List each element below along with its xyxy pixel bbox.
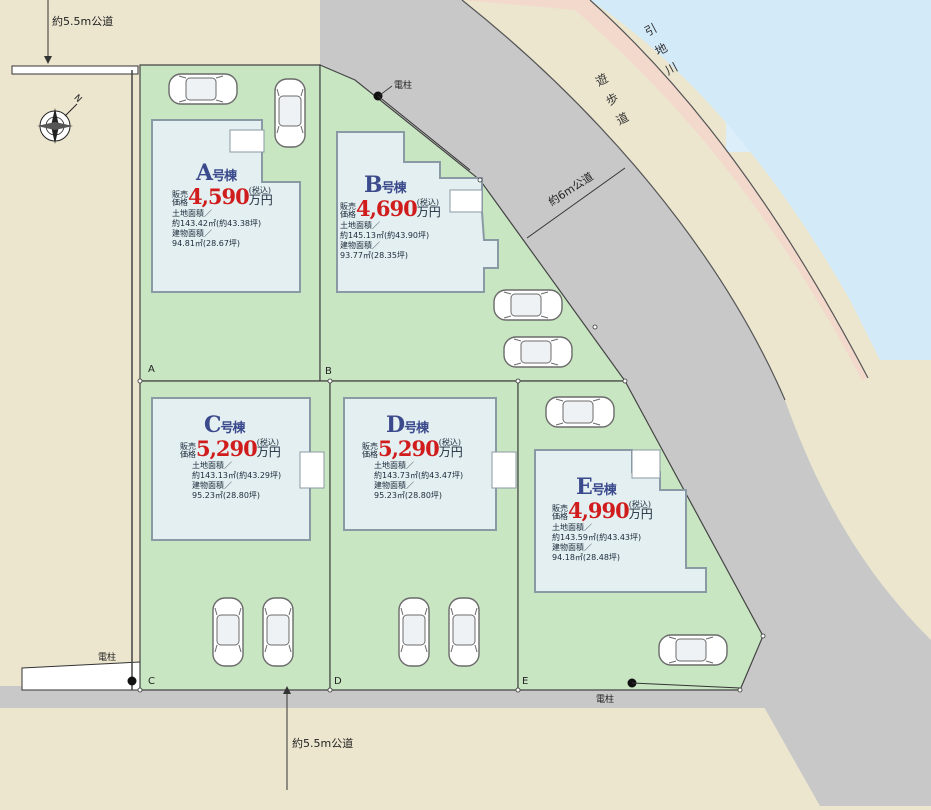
porch-c bbox=[299, 451, 325, 489]
utility-pole-label: 電柱 bbox=[98, 653, 117, 663]
utility-pole-label: 電柱 bbox=[394, 81, 413, 91]
parking-car bbox=[448, 597, 480, 667]
utility-pole-label: 電柱 bbox=[596, 695, 615, 705]
lot-letter-c: C bbox=[148, 676, 155, 687]
river bbox=[590, 0, 931, 360]
price-label: 販売価格 bbox=[552, 504, 568, 521]
area-info: 土地面積／ 約143.59㎡(約43.43坪) 建物面積／ 94.18㎡(28.… bbox=[552, 523, 642, 562]
porch-a bbox=[229, 129, 265, 153]
parking-car bbox=[398, 597, 430, 667]
price-value: 4,590 bbox=[188, 184, 250, 209]
price-unit: (税込)万円 bbox=[256, 438, 281, 459]
price-value: 4,690 bbox=[356, 196, 418, 221]
lot-letter-d: D bbox=[334, 676, 342, 687]
house-info-c: C号棟 販売価格 5,290 (税込)万円 土地面積／ 約143.13㎡(約43… bbox=[180, 412, 281, 501]
price-unit: (税込)万円 bbox=[248, 186, 273, 207]
building-c bbox=[151, 397, 311, 541]
lot-letter-a: A bbox=[148, 364, 155, 375]
building-a bbox=[151, 119, 301, 293]
area-info: 土地面積／ 約143.73㎡(約43.47坪) 建物面積／ 95.23㎡(28.… bbox=[374, 461, 464, 500]
parking-car bbox=[212, 597, 244, 667]
bottom-road bbox=[0, 686, 931, 708]
house-title: D号棟 bbox=[386, 412, 429, 438]
house-info-e: E号棟 販売価格 4,990 (税込)万円 土地面積／ 約143.59㎡(約43… bbox=[552, 474, 653, 563]
parking-car bbox=[658, 634, 728, 666]
price-row: 販売価格 4,690 (税込)万円 bbox=[340, 196, 441, 221]
price-unit: (税込)万円 bbox=[438, 438, 463, 459]
building-d bbox=[343, 397, 497, 531]
road-label-bottom: 約5.5m公道 bbox=[292, 737, 354, 750]
house-title: B号棟 bbox=[364, 172, 407, 198]
building-b bbox=[336, 131, 499, 293]
porch-d bbox=[491, 451, 517, 489]
house-title: A号棟 bbox=[196, 160, 237, 186]
house-info-d: D号棟 販売価格 5,290 (税込)万円 土地面積／ 約143.73㎡(約43… bbox=[362, 412, 463, 501]
parking-car bbox=[262, 597, 294, 667]
price-value: 4,990 bbox=[568, 498, 630, 523]
walkway bbox=[460, 0, 868, 380]
parking-car bbox=[168, 73, 238, 105]
price-label: 販売価格 bbox=[362, 442, 378, 459]
house-title: E号棟 bbox=[576, 474, 617, 500]
compass-icon bbox=[37, 103, 78, 144]
road-label-top-left: 約5.5m公道 bbox=[52, 15, 114, 28]
price-row: 販売価格 5,290 (税込)万円 bbox=[180, 436, 281, 461]
price-row: 販売価格 4,590 (税込)万円 bbox=[172, 184, 273, 209]
area-info: 土地面積／ 約145.13㎡(約43.90坪) 建物面積／ 93.77㎡(28.… bbox=[340, 221, 430, 260]
area-info: 土地面積／ 約143.13㎡(約43.29坪) 建物面積／ 95.23㎡(28.… bbox=[192, 461, 282, 500]
price-unit: (税込)万円 bbox=[416, 198, 441, 219]
price-label: 販売価格 bbox=[340, 202, 356, 219]
house-info-b: B号棟 販売価格 4,690 (税込)万円 土地面積／ 約145.13㎡(約43… bbox=[340, 172, 441, 261]
porch-b bbox=[449, 189, 483, 213]
price-unit: (税込)万円 bbox=[628, 500, 653, 521]
price-label: 販売価格 bbox=[172, 190, 188, 207]
porch-e bbox=[631, 449, 661, 479]
lot-letter-b: B bbox=[325, 366, 332, 377]
price-value: 5,290 bbox=[378, 436, 440, 461]
price-row: 販売価格 5,290 (税込)万円 bbox=[362, 436, 463, 461]
utility-pole-c bbox=[127, 676, 137, 686]
area-info: 土地面積／ 約143.42㎡(約43.38坪) 建物面積／ 94.81㎡(28.… bbox=[172, 209, 262, 248]
lot-letter-e: E bbox=[522, 676, 529, 687]
parking-car bbox=[274, 78, 306, 148]
house-title: C号棟 bbox=[204, 412, 246, 438]
house-info-a: A号棟 販売価格 4,590 (税込)万円 土地面積／ 約143.42㎡(約43… bbox=[172, 160, 273, 249]
price-value: 5,290 bbox=[196, 436, 258, 461]
parking-car bbox=[493, 289, 563, 321]
price-row: 販売価格 4,990 (税込)万円 bbox=[552, 498, 653, 523]
parking-car bbox=[545, 396, 615, 428]
top-left-road-edge bbox=[11, 65, 139, 75]
price-label: 販売価格 bbox=[180, 442, 196, 459]
parking-car bbox=[503, 336, 573, 368]
